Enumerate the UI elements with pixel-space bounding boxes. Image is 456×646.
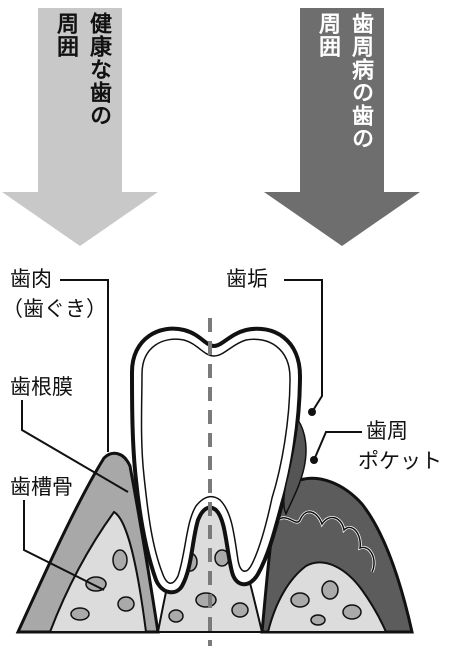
gum-label: 歯肉: [10, 267, 52, 291]
disease-heading-line1: 歯周病の歯の: [348, 12, 373, 150]
healthy-heading-line2: 周囲: [53, 12, 78, 58]
ligament-label: 歯根膜: [10, 375, 73, 399]
healthy-arrow: [2, 8, 158, 246]
pocket-label-line2: ポケット: [358, 449, 442, 473]
pocket-label-line1: 歯周: [366, 419, 408, 443]
healthy-heading-line1: 健康な歯の: [86, 12, 111, 127]
plaque: [283, 417, 307, 516]
plaque-label: 歯垢: [226, 267, 268, 291]
pocket-leader-dot: [310, 456, 318, 464]
disease-heading-line2: 周囲: [315, 12, 340, 58]
bone-label: 歯槽骨: [10, 475, 73, 499]
tooth: [129, 326, 303, 595]
leader-lines: [21, 279, 362, 591]
disease-arrow: [264, 8, 420, 246]
gum-reading-label: （歯ぐき）: [2, 297, 107, 321]
plaque-leader-dot: [308, 408, 316, 416]
